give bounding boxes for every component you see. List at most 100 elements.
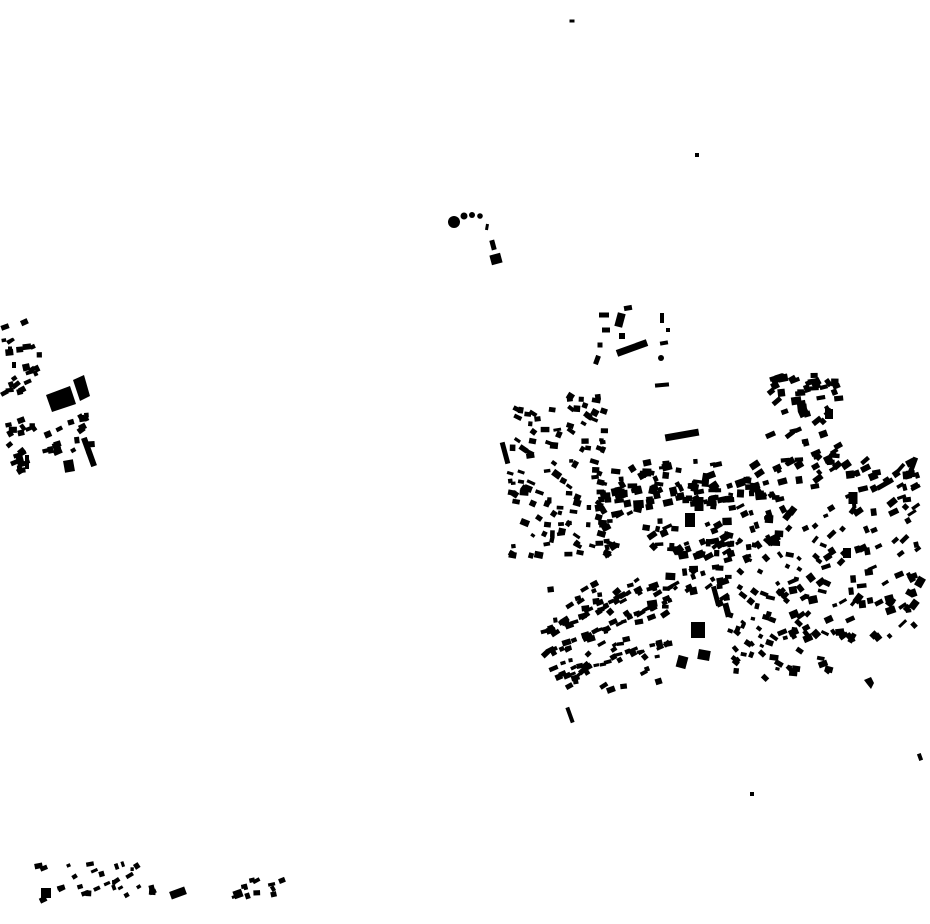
building-footprint	[899, 534, 910, 545]
building-footprint	[778, 504, 788, 514]
building-footprint	[745, 556, 753, 563]
building-footprint	[600, 446, 607, 454]
building-footprint	[557, 527, 567, 536]
building-footprint	[816, 394, 826, 401]
building-footprint	[666, 597, 673, 604]
building-footprint	[477, 213, 483, 219]
building-footprint	[278, 876, 286, 884]
building-footprint	[98, 870, 105, 878]
building-footprint	[51, 397, 59, 403]
building-footprint	[795, 475, 803, 485]
building-footprint	[775, 588, 786, 598]
building-footprint	[762, 479, 770, 486]
building-footprint	[815, 557, 823, 565]
building-footprint	[874, 543, 883, 550]
building-footprint	[42, 447, 51, 454]
building-footprint	[902, 496, 912, 503]
building-footprint	[817, 588, 827, 595]
building-footprint	[674, 481, 681, 488]
building-footprint	[734, 477, 747, 489]
building-footprint	[910, 621, 918, 630]
building-footprint	[57, 884, 66, 893]
building-footprint	[660, 313, 664, 323]
building-footprint	[582, 410, 593, 420]
building-footprint	[648, 542, 659, 552]
building-footprint	[617, 479, 627, 490]
building-footprint	[728, 504, 737, 511]
building-footprint	[913, 541, 920, 548]
building-footprint	[715, 539, 727, 550]
building-footprint	[577, 612, 587, 620]
building-footprint	[914, 471, 921, 479]
building-footprint	[85, 890, 92, 897]
building-footprint	[563, 621, 570, 627]
building-footprint	[681, 568, 688, 576]
building-footprint	[252, 877, 261, 885]
building-footprint	[637, 649, 646, 656]
building-footprint	[663, 640, 673, 648]
building-footprint	[672, 543, 685, 556]
building-footprint	[774, 580, 781, 587]
building-footprint	[907, 573, 916, 584]
building-footprint	[636, 590, 643, 597]
building-footprint	[797, 403, 808, 412]
building-footprint	[548, 406, 556, 413]
building-footprint	[761, 491, 768, 498]
building-footprint	[750, 792, 754, 796]
building-footprint	[564, 645, 573, 652]
building-footprint	[73, 375, 90, 401]
building-footprint	[604, 544, 610, 551]
building-footprint	[762, 537, 771, 546]
building-footprint	[540, 530, 548, 538]
building-footprint	[656, 644, 665, 651]
building-footprint	[847, 632, 857, 644]
building-footprint	[560, 660, 566, 666]
building-footprint	[527, 421, 533, 427]
building-footprint	[819, 384, 829, 391]
building-footprint	[743, 639, 753, 648]
building-footprint	[591, 397, 601, 404]
building-footprint	[684, 586, 691, 594]
building-footprint	[857, 543, 868, 553]
building-footprint	[833, 395, 844, 402]
building-footprint	[807, 378, 818, 385]
building-footprint	[6, 429, 15, 438]
building-footprint	[784, 524, 793, 533]
building-footprint	[7, 380, 15, 389]
building-footprint	[884, 605, 897, 616]
building-footprint	[735, 503, 745, 510]
building-footprint	[22, 343, 32, 351]
building-footprint	[19, 423, 27, 432]
building-footprint	[703, 499, 709, 505]
building-footprint	[613, 509, 625, 519]
building-footprint	[756, 568, 764, 575]
building-footprint	[597, 640, 607, 648]
building-footprint	[827, 546, 837, 556]
building-footprint	[803, 593, 810, 600]
building-footprint	[750, 616, 756, 621]
building-footprint	[886, 496, 898, 508]
building-footprint	[77, 422, 88, 432]
building-footprint	[776, 551, 784, 559]
building-footprint	[870, 526, 878, 534]
building-footprint	[853, 469, 861, 478]
building-footprint	[759, 643, 765, 649]
building-footprint	[772, 463, 783, 473]
building-footprint	[731, 658, 740, 667]
building-footprint	[135, 884, 142, 890]
building-footprint	[596, 502, 604, 510]
building-footprint	[727, 628, 734, 634]
building-footprint	[584, 445, 592, 451]
building-footprint	[775, 666, 780, 671]
building-footprint	[581, 634, 591, 643]
building-footprint	[572, 498, 582, 508]
building-footprint	[66, 863, 71, 868]
building-footprint	[784, 429, 796, 440]
building-footprint	[598, 606, 605, 613]
building-footprint	[567, 671, 577, 677]
building-footprint	[623, 499, 632, 508]
building-footprint	[565, 490, 573, 496]
building-footprint	[859, 463, 872, 473]
building-footprint	[736, 537, 744, 544]
